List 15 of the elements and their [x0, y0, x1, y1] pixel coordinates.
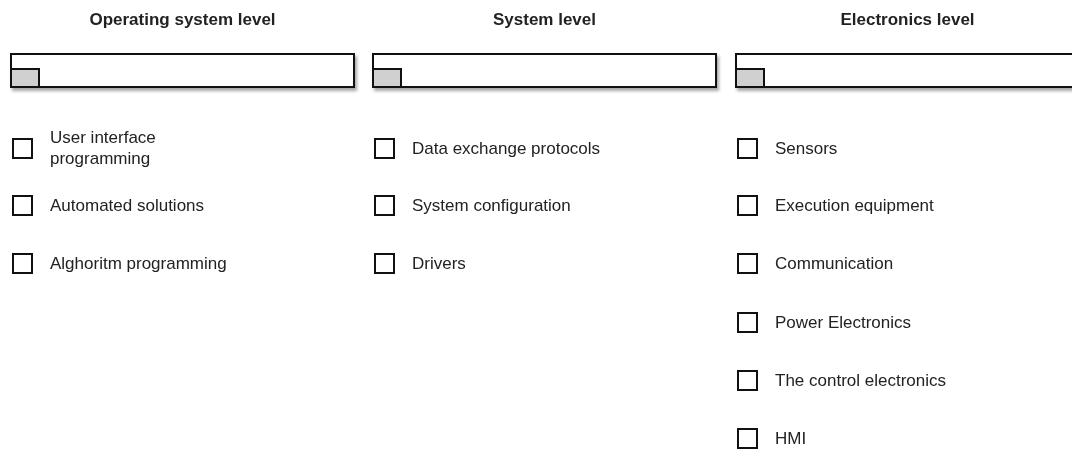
- column-heading: Electronics level: [839, 9, 976, 31]
- checkbox-label: Sensors: [775, 137, 838, 159]
- column-heading: System level: [492, 9, 597, 31]
- checkbox-label: Drivers: [412, 252, 466, 274]
- checkbox-label: System configuration: [412, 194, 571, 216]
- checkbox-label: Alghoritm programming: [50, 252, 227, 274]
- checkbox-label: The control electronics: [775, 369, 947, 391]
- checkbox-label: Data exchange protocols: [412, 137, 601, 159]
- checkbox-label: User interface programming: [50, 127, 157, 169]
- checkbox-label: HMI: [775, 427, 807, 449]
- column-heading: Operating system level: [88, 9, 277, 31]
- checkbox-label: Power Electronics: [775, 311, 912, 333]
- checkbox-label: Execution equipment: [775, 194, 934, 216]
- checkbox-label: Automated solutions: [50, 194, 205, 216]
- checkbox-label: Communication: [775, 252, 894, 274]
